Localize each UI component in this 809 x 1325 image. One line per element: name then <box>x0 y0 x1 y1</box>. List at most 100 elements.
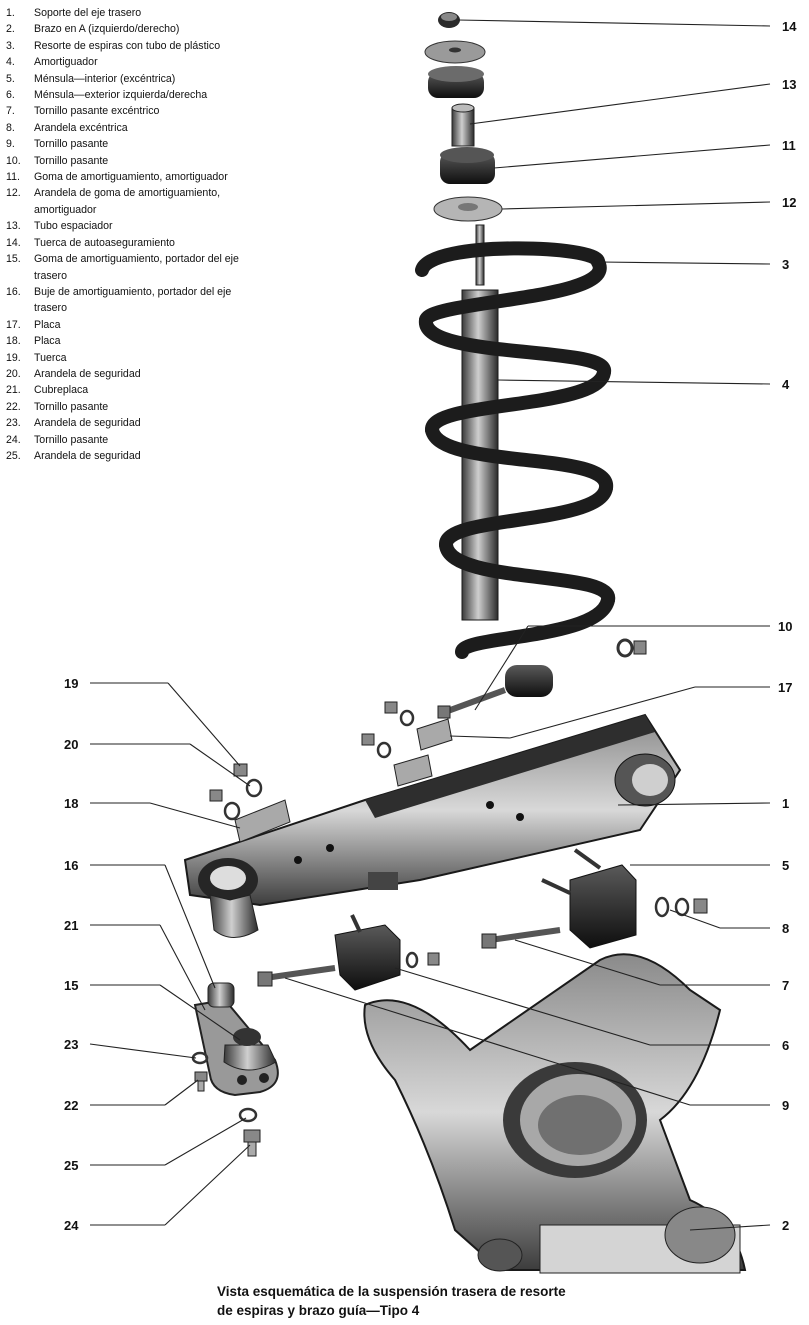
legend-item: 10. Tornillo pasante <box>6 153 266 169</box>
self-locking-nut <box>438 12 460 28</box>
callout-2: 2 <box>782 1218 789 1233</box>
callout-13: 13 <box>782 77 796 92</box>
legend-number: 21. <box>6 384 21 397</box>
callout-10: 10 <box>778 619 792 634</box>
inner-bracket <box>541 848 637 949</box>
legend-text: Soporte del eje trasero <box>34 7 142 19</box>
callout-23: 23 <box>64 1037 78 1052</box>
legend-text: Cubreplaca <box>34 384 89 397</box>
legend-number: 15. <box>6 253 21 266</box>
legend-text: Arandela de seguridad <box>34 367 141 380</box>
a-arm <box>363 953 747 1274</box>
legend-number: 1. <box>6 7 15 19</box>
legend-text: Brazo en A (izquierdo/derecho) <box>34 23 180 36</box>
legend-item: 6.Ménsula—exterior izquierda/derecha <box>6 87 266 103</box>
legend-item: 19. Tuerca <box>6 350 266 366</box>
rear-axle-carrier <box>183 713 682 938</box>
caption-line-2: de espiras y brazo guía—Tipo 4 <box>217 1303 420 1318</box>
damping-washer <box>433 196 503 222</box>
legend-number: 7. <box>6 105 15 118</box>
legend-text: Tornillo pasante <box>34 138 109 151</box>
legend-item: 12. Arandela de goma de amortiguamiento, … <box>6 185 266 218</box>
legend-item: 18. Placa <box>6 333 266 349</box>
legend-item: 9. Tornillo pasante <box>6 136 266 152</box>
legend-text: Tuerca <box>34 351 67 364</box>
legend-text: Tornillo pasante <box>34 400 109 413</box>
legend-text: Goma de amortiguamiento, portador del ej… <box>34 253 239 282</box>
washer-20 <box>245 778 263 798</box>
callout-labels: 14 13 11 12 3 4 10 17 1 5 8 7 6 9 2 19 2… <box>64 19 797 1233</box>
legend-item: 7. Tornillo pasante excéntrico <box>6 103 266 119</box>
legend-text: Tornillo pasante <box>34 154 109 167</box>
legend-number: 8. <box>6 121 15 134</box>
legend-item: 11.Goma de amortiguamiento, amortiguador <box>6 169 266 185</box>
legend-number: 5. <box>6 72 15 85</box>
legend-number: 18. <box>6 335 21 348</box>
legend-text: Tornillo pasante excéntrico <box>34 105 160 118</box>
callout-24: 24 <box>64 1218 79 1233</box>
legend-number: 19. <box>6 351 21 364</box>
legend-item: 5. Ménsula—interior (excéntrica) <box>6 71 266 87</box>
eccentric-bolt <box>481 927 561 949</box>
legend-number: 9. <box>6 138 15 151</box>
callout-14: 14 <box>782 19 797 34</box>
legend-text: Placa <box>34 318 61 331</box>
legend-number: 14. <box>6 236 21 249</box>
nut-washer-10 <box>616 638 647 658</box>
legend-number: 11. <box>6 171 20 184</box>
legend-item: 2. Brazo en A (izquierdo/derecho) <box>6 21 266 37</box>
legend-text: Placa <box>34 335 61 348</box>
legend-number: 20. <box>6 367 21 380</box>
legend-item: 14. Tuerca de autoaseguramiento <box>6 235 266 251</box>
legend-text: Amortiguador <box>34 56 98 69</box>
legend-item: 23. Arandela de seguridad <box>6 415 266 431</box>
legend-number: 23. <box>6 417 21 430</box>
plate-17 <box>361 701 453 787</box>
legend-text: Ménsula—exterior izquierda/derecha <box>34 89 208 102</box>
callout-18: 18 <box>64 796 78 811</box>
legend-text: Arandela de seguridad <box>34 417 141 430</box>
callout-5: 5 <box>782 858 789 873</box>
cover-plate <box>193 982 279 1097</box>
bolt-22 <box>194 1071 208 1092</box>
parts-legend: 1. Soporte del eje trasero 2. Brazo en A (i… <box>6 5 266 464</box>
bolt-10 <box>437 687 507 719</box>
upper-washer <box>424 40 486 64</box>
through-bolt-9 <box>257 965 336 987</box>
legend-text: Buje de amortiguamiento, portador del ej… <box>34 285 232 315</box>
legend-number: 25. <box>6 449 21 462</box>
callout-15: 15 <box>64 978 78 993</box>
legend-number: 24. <box>6 433 21 446</box>
coil-spring <box>415 241 615 659</box>
callout-9: 9 <box>782 1098 789 1113</box>
legend-text: Tuerca de autoaseguramiento <box>34 236 175 249</box>
callout-6: 6 <box>782 1038 789 1053</box>
washer-25 <box>238 1107 258 1123</box>
upper-rubber-bushing <box>428 66 484 98</box>
legend-text: Arandela de goma de amortiguamiento, amo… <box>34 187 221 216</box>
leader-lines <box>89 19 771 1231</box>
legend-item: 21. Cubreplaca <box>6 382 266 398</box>
legend-number: 12. <box>6 187 21 200</box>
caption-line-1: Vista esquemática de la suspensión trase… <box>217 1284 566 1299</box>
callout-19: 19 <box>64 676 78 691</box>
callout-11: 11 <box>782 138 796 153</box>
legend-number: 10. <box>6 154 21 167</box>
legend-text: Ménsula—interior (excéntrica) <box>34 72 176 85</box>
callout-21: 21 <box>64 918 78 933</box>
callout-17: 17 <box>778 680 792 695</box>
legend-number: 2. <box>6 23 15 36</box>
legend-item: 22.Tornillo pasante <box>6 399 266 415</box>
outer-bracket <box>334 914 440 991</box>
legend-item: 15. Goma de amortiguamiento, portador del… <box>6 251 266 284</box>
legend-item: 13.Tubo espaciador <box>6 218 266 234</box>
callout-20: 20 <box>64 737 78 752</box>
eccentric-washer <box>654 896 708 918</box>
legend-number: 13. <box>6 220 21 233</box>
callout-12: 12 <box>782 195 796 210</box>
callout-7: 7 <box>782 978 789 993</box>
legend-number: 17. <box>6 318 21 331</box>
nut-19 <box>233 763 248 777</box>
legend-text: Resorte de espiras con tubo de plástico <box>34 39 221 52</box>
